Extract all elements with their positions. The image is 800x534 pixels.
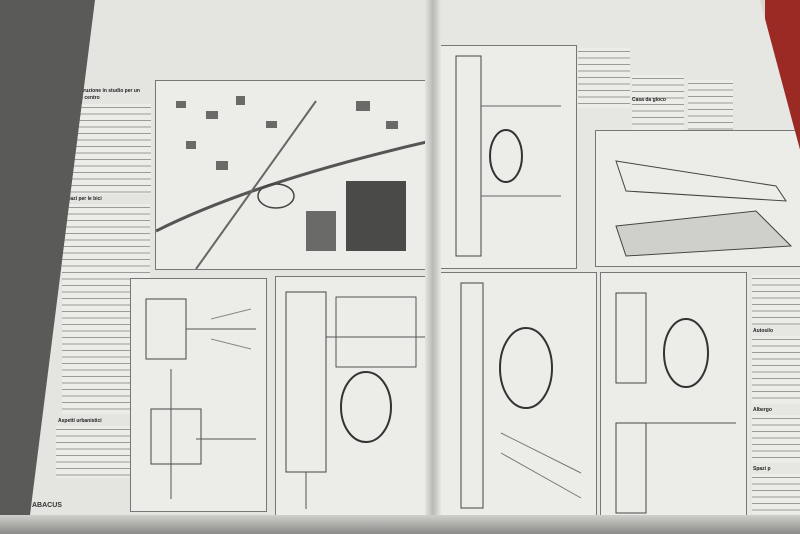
body-text-block (752, 474, 800, 514)
section-drawing (595, 130, 800, 267)
body-text-block (66, 104, 151, 194)
book-spine (425, 0, 441, 534)
sidebar-heading: Ricostruzione in studio per un nuovo cen… (68, 88, 140, 101)
magazine-title: ABACUS (32, 502, 62, 509)
subheading-2: Aspetti urbanistici (58, 418, 102, 424)
body-text-block (752, 415, 800, 463)
floor-plan-drawing (130, 278, 267, 512)
body-text-block (578, 48, 630, 108)
subheading-1: Spazi per le bici (64, 196, 102, 202)
column-heading: Casa da gioco (632, 97, 666, 103)
page-number: 80 (14, 502, 22, 509)
plan-drawing (440, 45, 577, 269)
plan-drawing (600, 272, 747, 526)
body-text-block (632, 75, 684, 135)
floor-plan-drawing (275, 276, 432, 516)
body-text-block (752, 275, 800, 325)
right-page: Casa da gioco Autosilo Albergo Spazi p (430, 0, 800, 534)
page-bottom-edge (0, 515, 800, 534)
site-plan-drawing (155, 80, 432, 270)
body-text-block (752, 336, 800, 404)
plan-drawing (440, 272, 597, 522)
body-text-block (688, 80, 733, 130)
subheading-spazi: Spazi p (753, 466, 771, 472)
subheading-albergo: Albergo (753, 407, 772, 413)
subheading-autosilo: Autosilo (753, 328, 773, 334)
left-page: Ricostruzione in studio per un nuovo cen… (0, 0, 440, 534)
